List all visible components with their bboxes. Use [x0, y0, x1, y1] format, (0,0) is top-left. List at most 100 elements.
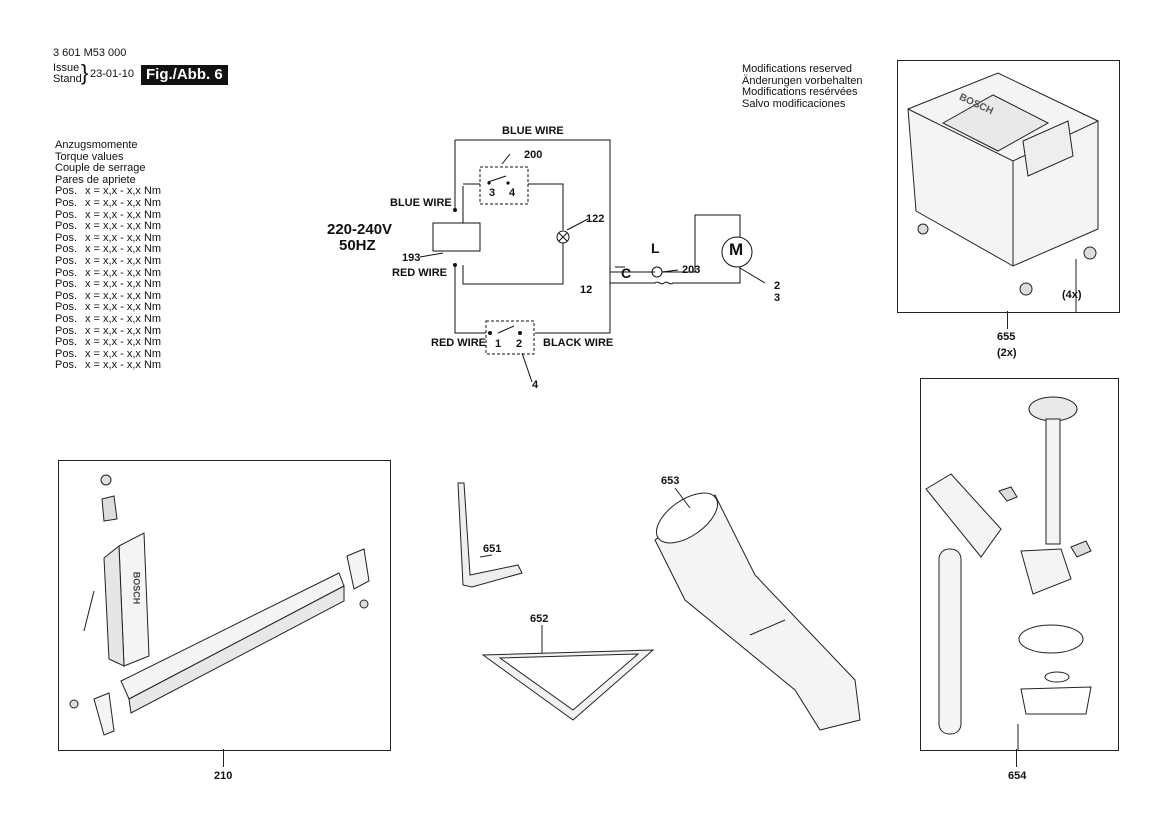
torque-row-pos: Pos. — [55, 359, 78, 372]
torque-row-pos: Pos. — [55, 336, 78, 349]
torque-row: Pos. x = x,x - x,x Nm — [55, 336, 162, 349]
part-210-logo: BOSCH — [131, 571, 142, 605]
torque-row-value: x = x,x - x,x Nm — [85, 196, 162, 209]
part-653-label: 653 — [661, 475, 680, 487]
torque-row-pos: Pos. — [55, 185, 78, 198]
ref-193: 193 — [402, 252, 421, 264]
part-655-label: 655 — [997, 331, 1016, 343]
voltage-label: 220-240V — [327, 221, 393, 238]
label-red-wire-left: RED WIRE — [392, 267, 447, 279]
switch-200-terminal-3: 3 — [489, 187, 496, 199]
part-210-rail-drawing — [69, 474, 370, 736]
motor-label: M — [729, 240, 744, 259]
switch-4-box — [485, 320, 535, 355]
ref-200: 200 — [524, 149, 543, 161]
ref-203: 203 — [682, 264, 701, 276]
switch-4-terminal-2: 2 — [516, 338, 523, 350]
torque-row-pos: Pos. — [55, 231, 78, 244]
part-654-leader — [1016, 749, 1017, 767]
motor-icon — [721, 236, 753, 268]
torque-title-en: Torque values — [55, 150, 124, 163]
torque-row-value: x = x,x - x,x Nm — [85, 347, 162, 360]
part-654-frame — [920, 378, 1119, 751]
torque-row: Pos. x = x,x - x,x Nm — [55, 324, 162, 338]
torque-row: Pos. x = x,x - x,x Nm — [55, 186, 161, 198]
label-blue-wire-top: BLUE WIRE — [502, 125, 564, 137]
issue-label: Issue — [53, 62, 80, 74]
switch-4-contact — [497, 325, 515, 334]
part-654-clamp-drawing — [925, 396, 1092, 750]
part-210-leader — [223, 749, 224, 767]
torque-row-value: x = x,x - x,x Nm — [85, 185, 162, 198]
modifications-line-fr: Modifications resérvées — [742, 86, 858, 99]
torque-row-pos: Pos. — [55, 266, 78, 279]
torque-row: Pos. x = x,x - x,x Nm — [55, 279, 161, 291]
torque-row: Pos.x = x,x - x,x Nm — [55, 347, 162, 361]
part-654-label: 654 — [1008, 770, 1027, 782]
part-655-qty: (2x) — [997, 347, 1017, 359]
capacitor-label: C — [621, 265, 632, 281]
torque-row-pos: Pos. — [55, 289, 78, 302]
label-black-wire: BLACK WIRE — [543, 337, 614, 349]
figure-badge: Fig./Abb. 6 — [141, 65, 228, 85]
torque-rows: Pos. x = x,x - x,x Nm Pos. x = x,x - x,x Nm… — [55, 186, 161, 372]
torque-row-value: x = x,x - x,x Nm — [85, 266, 162, 279]
part-651-label: 651 — [483, 543, 502, 555]
switch-200-box — [479, 166, 529, 205]
torque-row: Pos.x = x,x - x,x Nm — [55, 254, 162, 268]
red-wire-bottom-line — [454, 265, 486, 334]
torque-row-pos: Pos. — [55, 312, 78, 325]
torque-row-value: x = x,x - x,x Nm — [85, 231, 162, 244]
torque-row-value: x = x,x - x,x Nm — [85, 312, 162, 325]
torque-row-pos: Pos. — [55, 324, 78, 337]
torque-row-value: x = x,x - x,x Nm — [85, 359, 162, 372]
ref-12: 12 — [580, 284, 593, 296]
ref-4: 4 — [532, 379, 539, 391]
torque-row: Pos. x = x,x - x,x Nm — [55, 289, 162, 303]
torque-row-value: x = x,x - x,x Nm — [85, 324, 162, 337]
relay-193 — [432, 222, 481, 252]
torque-row-value: x = x,x - x,x Nm — [85, 243, 162, 256]
switch-200-contact — [487, 175, 507, 183]
torque-row: Pos. x = x,x - x,x Nm — [55, 244, 161, 256]
torque-row: Pos.x = x,x - x,x Nm — [55, 196, 162, 210]
ref-122: 122 — [586, 213, 605, 225]
part-655-leader — [1007, 311, 1008, 329]
torque-title-de: Anzugsmomente — [55, 139, 138, 151]
torque-row-pos: Pos. — [55, 278, 78, 291]
torque-row-pos: Pos. — [55, 220, 78, 233]
torque-row-value: x = x,x - x,x Nm — [85, 254, 162, 267]
torque-row-pos: Pos. — [55, 301, 78, 314]
label-blue-wire-left: BLUE WIRE — [390, 197, 452, 209]
issue-date: 23-01-10 — [90, 68, 135, 80]
modifications-line-es: Salvo modificaciones — [742, 97, 846, 110]
ref-2: 2 — [774, 280, 781, 292]
torque-row-value: x = x,x - x,x Nm — [85, 289, 162, 302]
part-653-extraction-nozzle — [654, 487, 861, 731]
part-210-frame: BOSCH — [58, 460, 391, 751]
torque-row-value: x = x,x - x,x Nm — [85, 208, 162, 221]
stand-label: Stand — [53, 73, 82, 85]
torque-row-value: x = x,x - x,x Nm — [85, 336, 162, 349]
torque-row-pos: Pos. — [55, 243, 78, 256]
inductor-label: L — [651, 240, 660, 256]
wiring-diagram — [419, 139, 766, 383]
ref-3: 3 — [774, 292, 781, 304]
part-655-case-drawing — [907, 72, 1099, 312]
capacitor-plates — [615, 266, 625, 273]
part-655-frame: BOSCH (4x) — [897, 60, 1120, 313]
blue-wire-top-line — [455, 139, 611, 334]
part-210-label: 210 — [214, 770, 233, 782]
part-651-hex-key — [457, 482, 523, 588]
modifications-line-de: Änderungen vorbehalten — [742, 74, 863, 87]
part-652-label: 652 — [530, 613, 549, 625]
torque-row: Pos.x = x,x - x,x Nm — [55, 208, 162, 222]
torque-title-fr: Couple de serrage — [55, 162, 146, 175]
torque-row-value: x = x,x - x,x Nm — [85, 220, 162, 233]
torque-row: Pos.x = x,x - x,x Nm — [55, 302, 161, 314]
torque-row-value: x = x,x - x,x Nm — [85, 278, 162, 291]
torque-row: Pos. x = x,x - x,x Nm — [55, 360, 161, 372]
modifications-notice: Modifications reserved Änderungen vorbeh… — [742, 63, 863, 110]
modifications-line-en: Modifications reserved — [742, 63, 853, 75]
part-652-triangle-plate — [481, 625, 655, 721]
